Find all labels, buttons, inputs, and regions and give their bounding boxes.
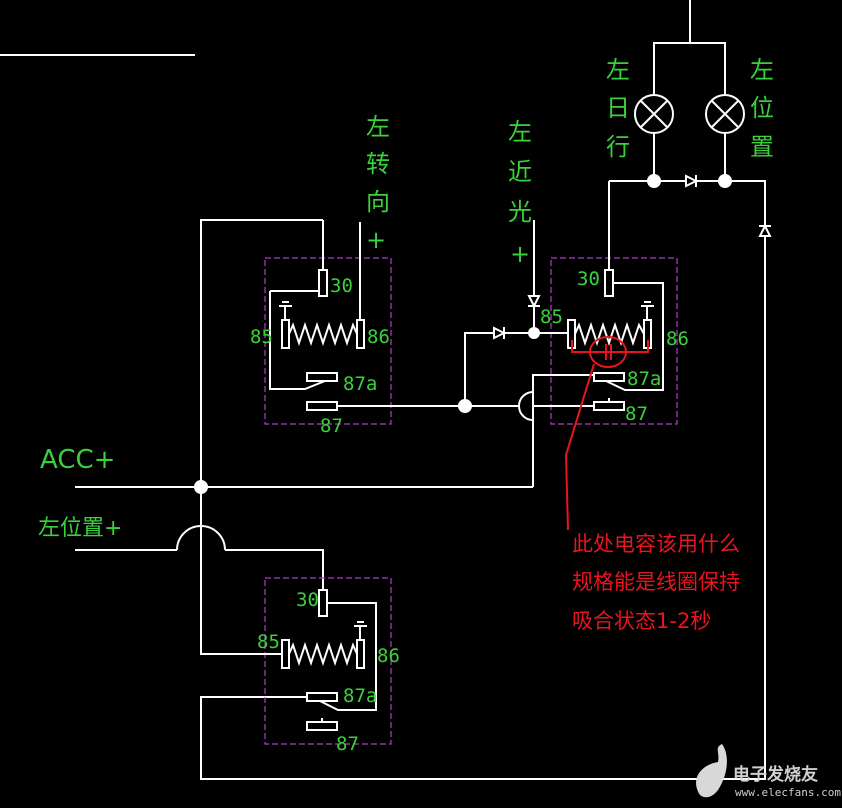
pin-label: 30	[296, 589, 319, 611]
annotation-circle	[589, 336, 627, 368]
lamp-position-icon	[705, 94, 745, 134]
relay-top-right-contact-87	[593, 401, 625, 411]
relay-bottom-pin30	[318, 589, 328, 617]
pin-label: 87	[625, 403, 648, 425]
wire	[464, 332, 534, 406]
svg-text:左: 左	[606, 56, 630, 84]
wire	[225, 549, 324, 590]
relay-bottom-coil	[288, 641, 358, 667]
watermark: 电子发烧友 www.elecfans.com	[696, 744, 841, 799]
svg-text:行: 行	[606, 133, 630, 161]
label-left-drl: 左 日 行	[606, 56, 630, 161]
svg-text:+: +	[366, 226, 386, 254]
svg-text:此处电容该用什么: 此处电容该用什么	[572, 532, 740, 556]
relay-top-left-switch	[269, 291, 326, 390]
svg-text:转: 转	[366, 150, 390, 178]
junction	[647, 174, 661, 188]
relay-top-left-coil-86	[356, 319, 365, 349]
label-left-position-lamp: 左 位 置	[750, 56, 774, 161]
relay-bottom-contact-87	[306, 721, 338, 731]
wire-position-rail	[200, 180, 766, 780]
relay-top-left-coil	[288, 321, 358, 347]
pin-label: 87a	[343, 373, 377, 395]
relay-top-right-switch	[605, 282, 664, 391]
relay-bottom-contact-87a	[306, 692, 338, 702]
junction	[458, 399, 472, 413]
pin-label: 87a	[627, 368, 661, 390]
svg-text:日: 日	[606, 94, 630, 122]
relay-top-left-contact-87	[306, 401, 338, 411]
wire	[200, 487, 282, 655]
pin-label: 86	[666, 328, 689, 350]
relay-top-right-box	[550, 257, 678, 425]
diode-icon	[685, 174, 699, 188]
pin-label: 85	[250, 326, 273, 348]
label-left-low-beam: 左 近 光 +	[508, 118, 532, 268]
relay-top-left-coil-85	[281, 319, 290, 349]
svg-text:电子发烧友: 电子发烧友	[733, 764, 818, 785]
pin-label: 87a	[343, 685, 377, 707]
relay-top-right-contact-87a	[593, 372, 625, 382]
svg-text:www.elecfans.com: www.elecfans.com	[735, 786, 841, 799]
wire-acc-to-relay1	[200, 219, 323, 487]
pin-label: 30	[577, 268, 600, 290]
relay-top-left-box	[264, 257, 392, 425]
svg-text:吸合状态1-2秒: 吸合状态1-2秒	[572, 609, 711, 633]
relay-top-left-pin30	[318, 269, 328, 297]
pin-label: 30	[330, 275, 353, 297]
junction	[718, 174, 732, 188]
diode-icon	[527, 295, 541, 309]
pin-label: 87	[336, 733, 359, 755]
relay-bottom-coil-85	[281, 639, 290, 669]
wire	[653, 42, 726, 101]
relay-top-right-pin30	[604, 269, 614, 297]
svg-text:置: 置	[750, 133, 774, 161]
annotation-leader	[564, 363, 595, 531]
svg-text:左: 左	[508, 118, 532, 146]
pin-label: 85	[540, 306, 563, 328]
junction	[528, 327, 540, 339]
svg-text:+: +	[510, 240, 530, 268]
relay-bottom-box	[264, 577, 392, 745]
label-left-position-input: 左位置+	[38, 516, 122, 541]
svg-text:规格能是线圈保持: 规格能是线圈保持	[572, 570, 740, 594]
svg-text:光: 光	[508, 198, 532, 226]
pin-label: 86	[367, 326, 390, 348]
relay-top-right-coil	[574, 321, 645, 347]
svg-text:近: 近	[508, 158, 532, 186]
pin-label: 87	[320, 415, 343, 437]
elecfans-logo-icon	[696, 744, 727, 798]
svg-text:位: 位	[750, 94, 774, 122]
svg-text:向: 向	[366, 188, 390, 216]
label-acc: ACC+	[40, 445, 115, 475]
relay-bottom-coil-86	[356, 639, 365, 669]
diode-icon	[758, 223, 772, 237]
wire	[532, 374, 594, 487]
diode-icon	[493, 326, 507, 340]
svg-text:左: 左	[366, 113, 390, 141]
lamp-drl-icon	[634, 94, 674, 134]
relay-top-left-contact-87a	[306, 372, 338, 382]
annotation-note: 此处电容该用什么 规格能是线圈保持 吸合状态1-2秒	[572, 532, 740, 633]
label-left-turn: 左 转 向 +	[366, 113, 390, 254]
pin-label: 85	[257, 631, 280, 653]
svg-text:左: 左	[750, 56, 774, 84]
relay-bottom-switch	[319, 602, 377, 711]
pin-label: 86	[377, 645, 400, 667]
wire-crossover	[518, 391, 534, 421]
